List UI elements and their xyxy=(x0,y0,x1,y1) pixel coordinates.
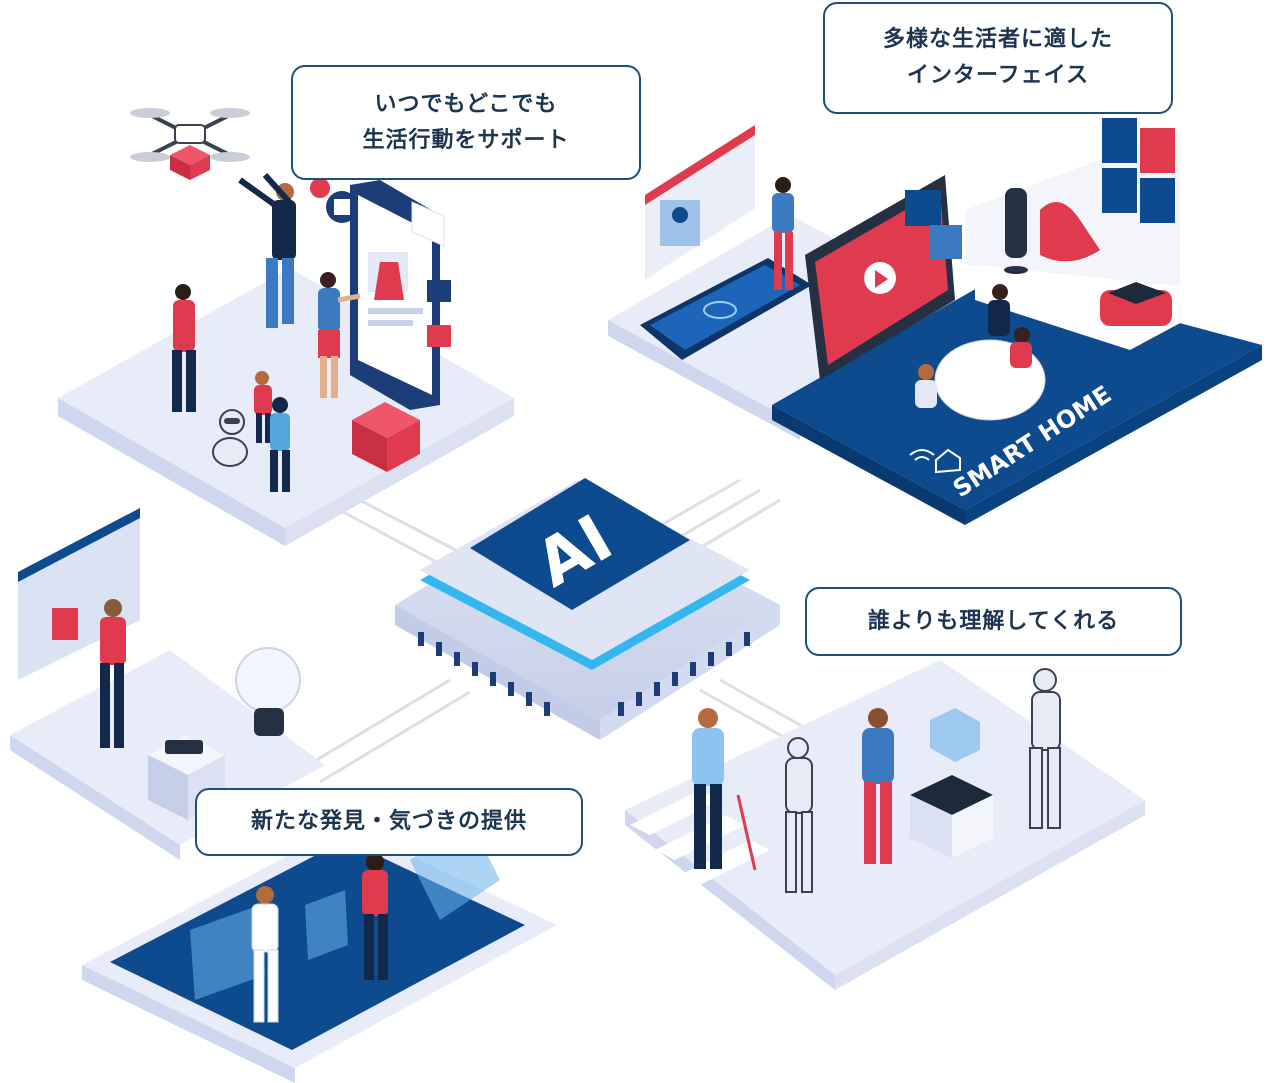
person-vr-panel xyxy=(100,599,126,748)
callout-interface: 多様な生活者に適した インターフェイス xyxy=(823,2,1173,114)
lightbulb-icon xyxy=(235,647,301,736)
callout-understand-line-1: 誰よりも理解してくれる xyxy=(867,608,1120,634)
callout-discovery: 新たな発見・気づきの提供 xyxy=(195,788,583,856)
callout-understand: 誰よりも理解してくれる xyxy=(805,587,1182,656)
callout-interface-line-1: 多様な生活者に適した xyxy=(882,27,1113,52)
face-recognition-screen xyxy=(645,125,755,280)
chip-pins xyxy=(418,632,750,716)
people-vr-discovery xyxy=(251,853,388,1023)
smart-home-room xyxy=(965,118,1238,350)
callout-support-line-1: いつでもどこでも xyxy=(374,91,558,117)
wall-panel xyxy=(18,508,140,680)
callout-support-line-2: 生活行動をサポート xyxy=(362,127,570,153)
beanbag-people xyxy=(915,284,1046,421)
ai-chip xyxy=(395,478,780,740)
drone-icon xyxy=(130,108,250,180)
robot-icon xyxy=(212,409,248,467)
callout-support: いつでもどこでも 生活行動をサポート xyxy=(291,65,641,180)
people-shopping xyxy=(172,172,361,492)
callout-discovery-line-1: 新たな発見・気づきの提供 xyxy=(250,809,527,834)
smartphone-shop-icon xyxy=(310,178,451,410)
parcel-box-icon xyxy=(352,402,420,472)
wifi-home-icon xyxy=(909,448,961,474)
tv-screen xyxy=(805,175,962,380)
person-touchscreen xyxy=(772,177,794,290)
callout-interface-line-2: インターフェイス xyxy=(906,63,1089,88)
pedestal-cube-icon xyxy=(910,708,993,858)
tablet-eye-icon xyxy=(640,258,812,360)
people-robots-understanding xyxy=(692,668,1061,893)
